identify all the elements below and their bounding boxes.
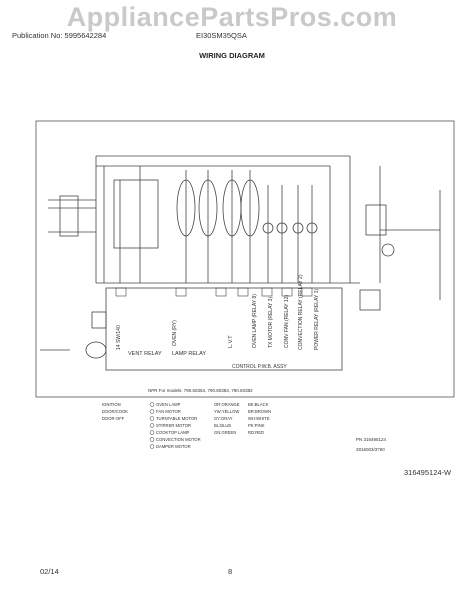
motor-coil-2	[198, 179, 218, 237]
transformer	[365, 204, 387, 236]
legend-color-item: BK:BLACK	[248, 402, 269, 407]
legend-mid-item: STIRRER MOTOR	[156, 423, 191, 428]
legend-symbol	[149, 437, 155, 442]
legend-symbol	[149, 423, 155, 428]
legend-color-item: BR:BROWN	[248, 409, 271, 414]
motor-1	[262, 222, 274, 234]
motor-4	[306, 222, 318, 234]
footer-page: 8	[228, 567, 233, 576]
components	[59, 179, 395, 359]
legend-left: IGNITION DOOR/COOK DOOR-OFF	[102, 402, 128, 421]
diagram-frame	[35, 120, 455, 398]
wiring-lines	[40, 155, 441, 351]
legend-color-item: YW:YELLOW	[214, 409, 239, 414]
motor-3	[292, 222, 304, 234]
sensor	[91, 311, 107, 329]
legend-mid-item: FAN MOTOR	[156, 409, 181, 414]
motor-coil-4	[240, 179, 260, 237]
relay-power: POWER RELAY (RELAY 1)	[314, 289, 320, 350]
legend-color-item: GN:GREEN	[214, 430, 236, 435]
legend-mid: OVEN LAMP FAN MOTOR TURNTABLE MOTOR STIRRER…	[149, 402, 201, 449]
relay-tx-motor: TX MOTOR (RELAY 3)	[268, 297, 274, 348]
relay-conv-fan: CONV FAN (RELAY 12)	[284, 295, 290, 348]
thermistor	[85, 341, 107, 359]
legend-left-item: DOOR-OFF	[102, 416, 125, 421]
legend-color-item: BL:BLUE	[214, 423, 231, 428]
model-number: EI30SM35QSA	[196, 31, 247, 40]
legend-symbol	[149, 409, 155, 414]
legend-color-item: WH:WHITE	[248, 416, 270, 421]
part-number-sub: 2816003/3760	[356, 447, 385, 452]
legend-mid-item: CONVECTION MOTOR	[156, 437, 201, 442]
legend-left-item: IGNITION	[102, 402, 121, 407]
legend-color-item: GY:GRAY	[214, 416, 233, 421]
legend-note: NPR For models: 790.60363, 790.60383, 79…	[148, 388, 253, 393]
fan-motor	[381, 243, 395, 257]
motor-2	[276, 222, 288, 234]
fuse	[359, 289, 381, 311]
motor-block	[113, 179, 159, 249]
legend-mid-item: DAMPER MOTOR	[156, 444, 191, 449]
legend-colors: OR:ORANGE YW:YELLOW GY:GRAY BL:BLUE GN:GREEN…	[214, 402, 271, 435]
legend-mid-item: TURNTABLE MOTOR	[156, 416, 197, 421]
relay-lvt: L.V.T	[228, 335, 234, 348]
relay-convection: CONVECTION RELAY (RELAY 2)	[298, 274, 304, 350]
legend-left-item: DOOR/COOK	[102, 409, 128, 414]
control-board	[105, 287, 343, 371]
legend-color-item: PK:PINK	[248, 423, 265, 428]
relay-vent: VENT RELAY	[128, 351, 162, 357]
part-number: PN 316495124	[356, 437, 387, 442]
relay-connectors	[115, 287, 313, 297]
relay-oven-lamp: OVEN LAMP (RELAY 8)	[252, 294, 258, 348]
legend-color-item: OR:ORANGE	[214, 402, 240, 407]
relay-label-2: OVEN (RY)	[172, 320, 178, 346]
footer-date: 02/14	[40, 567, 59, 576]
legend-mid-item: COOKTOP LAMP	[156, 430, 190, 435]
motor-coil-1	[176, 179, 196, 237]
legend-symbol	[149, 402, 155, 407]
relay-label-1: 14 SW/140	[116, 325, 122, 350]
page-title: WIRING DIAGRAM	[199, 51, 265, 60]
legend-color-item: RD:RED	[248, 430, 264, 435]
legend-mid-item: OVEN LAMP	[156, 402, 181, 407]
publication-number: Publication No: 5995642284	[12, 31, 107, 40]
control-board-label: CONTROL P.W.B. ASSY	[232, 364, 287, 370]
door-switch	[59, 195, 79, 237]
legend-symbol	[149, 430, 155, 435]
relay-lamp: LAMP RELAY	[172, 351, 206, 357]
watermark: AppliancePartsPros.com	[66, 2, 398, 32]
document-id: 316495124-W	[404, 468, 452, 477]
legend-symbol	[149, 444, 155, 449]
legend-symbol	[149, 416, 155, 421]
